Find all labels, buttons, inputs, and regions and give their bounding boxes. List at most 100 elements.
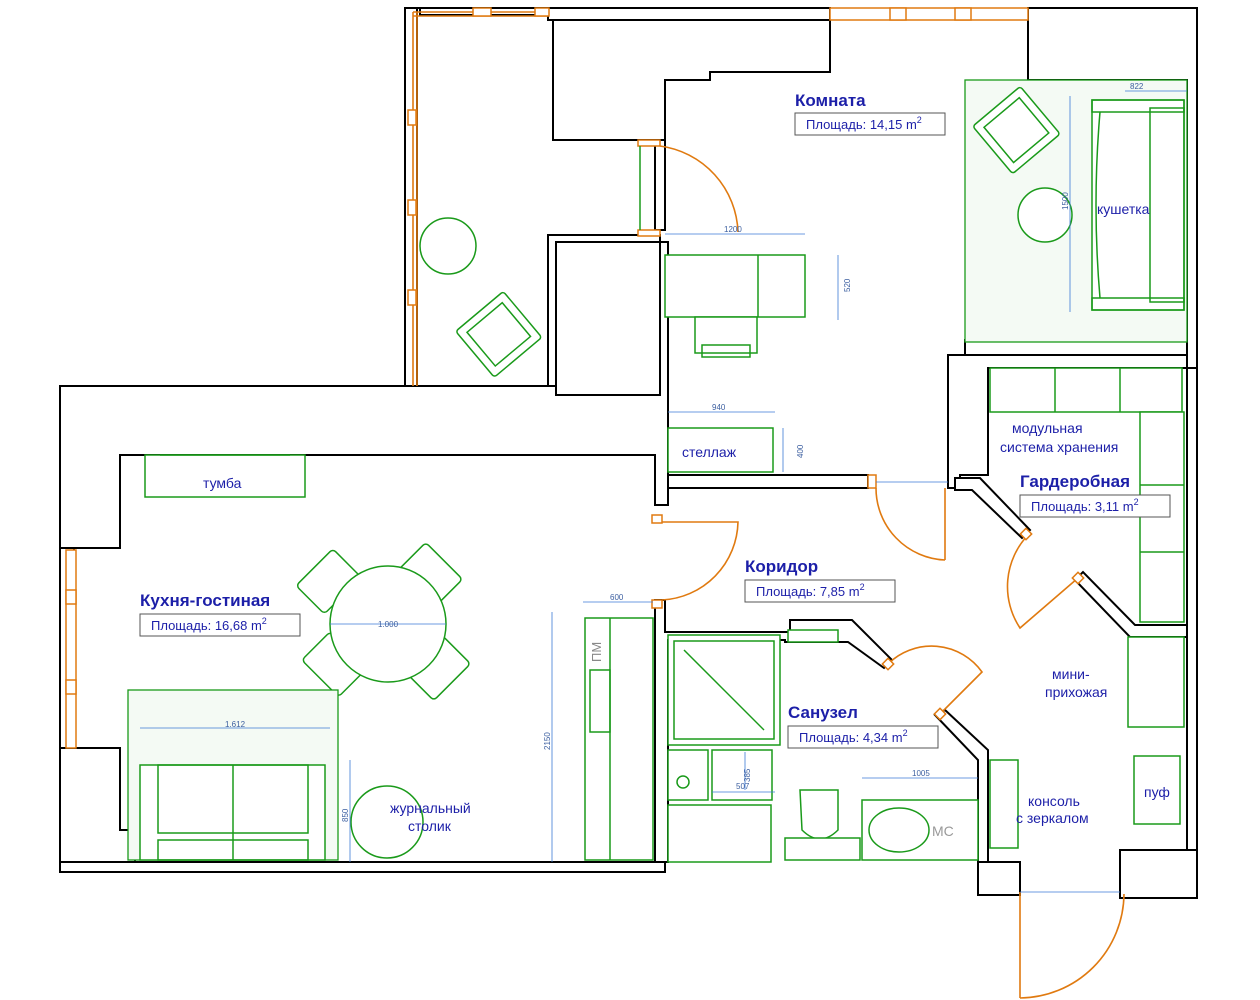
area-kitchen: Площадь: 16,68 m2 [151,616,267,633]
dim-1500: 1500 [1061,192,1070,210]
wall-room-left-upper [654,139,666,231]
door-kitchen-jamb-2 [651,599,663,609]
toilet [799,789,839,840]
wall-entrance-right [1119,849,1198,899]
kitchen-column [584,617,654,861]
window-kitchen-mullion-1 [65,589,77,605]
sink [868,807,930,853]
room-name-bathroom: Санузел [788,703,858,722]
door-wardrobe-jamb-2 [1071,571,1085,585]
doors [637,139,1125,999]
wall-bottom-left [59,861,666,873]
tv-stand [144,454,306,498]
hallway-cabinet [1127,636,1185,728]
label-coffee-2: столик [408,818,452,834]
door-bath-jamb-2 [933,707,947,721]
pouf [1133,755,1181,825]
dim-1612: 1.612 [225,720,246,729]
window-balcony-side-2 [407,199,417,216]
label-puf: пуф [1144,784,1170,800]
couch-kushetka [1091,99,1185,311]
window-kitchen [65,549,77,749]
wall-room-corridor [667,474,869,489]
label-modular-1: модульная [1012,420,1083,436]
door-balcony-swing [659,145,739,233]
window-room-mullion-1 [889,7,907,21]
wall-top-window-band [547,7,831,21]
area-wardrobe: Площадь: 3,11 m2 [1031,497,1139,514]
door-wardrobe-jamb [1019,527,1033,541]
wall-kitchen-left [59,747,136,863]
area-komnata: Площадь: 14,15 m2 [806,115,922,132]
wall-wardrobe-diag [954,477,1032,540]
dim-520: 520 [843,278,852,292]
area-box-corridor [744,579,896,603]
side-table-room [1017,187,1073,243]
door-balcony-jamb [637,139,661,147]
wall-top-left-block [405,7,831,141]
dim-600: 600 [610,593,624,602]
window-balcony-top-2 [534,7,550,17]
door-room-swing [875,487,946,561]
label-mini-2: прихожая [1045,684,1107,700]
area-box-bathroom [787,725,939,749]
console-mirror [989,759,1019,849]
room-name-kitchen: Кухня-гостиная [140,591,270,610]
area-bathroom: Площадь: 4,34 m2 [799,728,908,745]
door-wardrobe-swing [1006,534,1079,630]
dimension-lines: 822 1500 1200 520 940 400 600 1.000 1.61… [140,82,1187,862]
room-name-corridor: Коридор [745,557,818,576]
dim-940: 940 [712,403,726,412]
door-kitchen-swing [661,521,739,601]
balcony-furniture [419,217,542,377]
dim-385: 385 [743,768,752,782]
label-coffee-1: журнальный [390,800,471,816]
door-bath-swing [887,645,984,715]
label-modular-2: система хранения [1000,439,1118,455]
room-name-wardrobe: Гардеробная [1020,472,1130,491]
window-balcony-side-1 [407,109,417,126]
hallway-furniture [989,636,1185,849]
room-name-komnata: Комната [795,91,866,110]
room-furniture [664,79,1188,473]
dim-1005: 1005 [912,769,930,778]
dim-850: 850 [341,808,350,822]
dim-2150: 2150 [543,732,552,750]
door-bath-jamb [881,657,895,671]
wall-wardrobe-left [947,354,1188,489]
label-kushetka: кушетка [1097,201,1150,217]
window-room-mullion-2 [954,7,972,21]
wall-entrance-left [977,861,1021,896]
kitchen-furniture [127,454,654,861]
area-box-wardrobe [1019,494,1171,518]
dim-1200: 1200 [724,225,742,234]
area-box-komnata [794,112,946,136]
wall-balcony-room [547,234,661,387]
wall-kitchen-top [59,241,669,549]
wall-right-outer [1186,367,1198,899]
label-console-1: консоль [1028,793,1080,809]
area-corridor: Площадь: 7,85 m2 [756,582,865,599]
balcony-armchair [456,291,542,377]
shelving-stellazh [667,427,774,473]
door-entrance-swing [1019,893,1125,999]
desk [664,254,806,358]
dim-400: 400 [796,444,805,458]
window-balcony-top [472,7,492,17]
label-mc: МС [932,823,954,839]
window-room-top [829,7,1029,21]
dim-822: 822 [1130,82,1144,91]
coffee-table [350,785,424,859]
balcony-table [419,217,477,275]
label-tumba: тумба [203,475,242,491]
windows [65,7,1029,749]
dim-1000: 1.000 [378,620,399,629]
window-kitchen-mullion-2 [65,679,77,695]
sink-cabinet [861,799,979,861]
window-balcony-side-3 [407,289,417,306]
walls [59,7,1198,899]
dim-507: 507 [736,782,750,791]
door-balcony-jamb-2 [637,229,661,237]
wall-balcony-left [404,7,418,387]
